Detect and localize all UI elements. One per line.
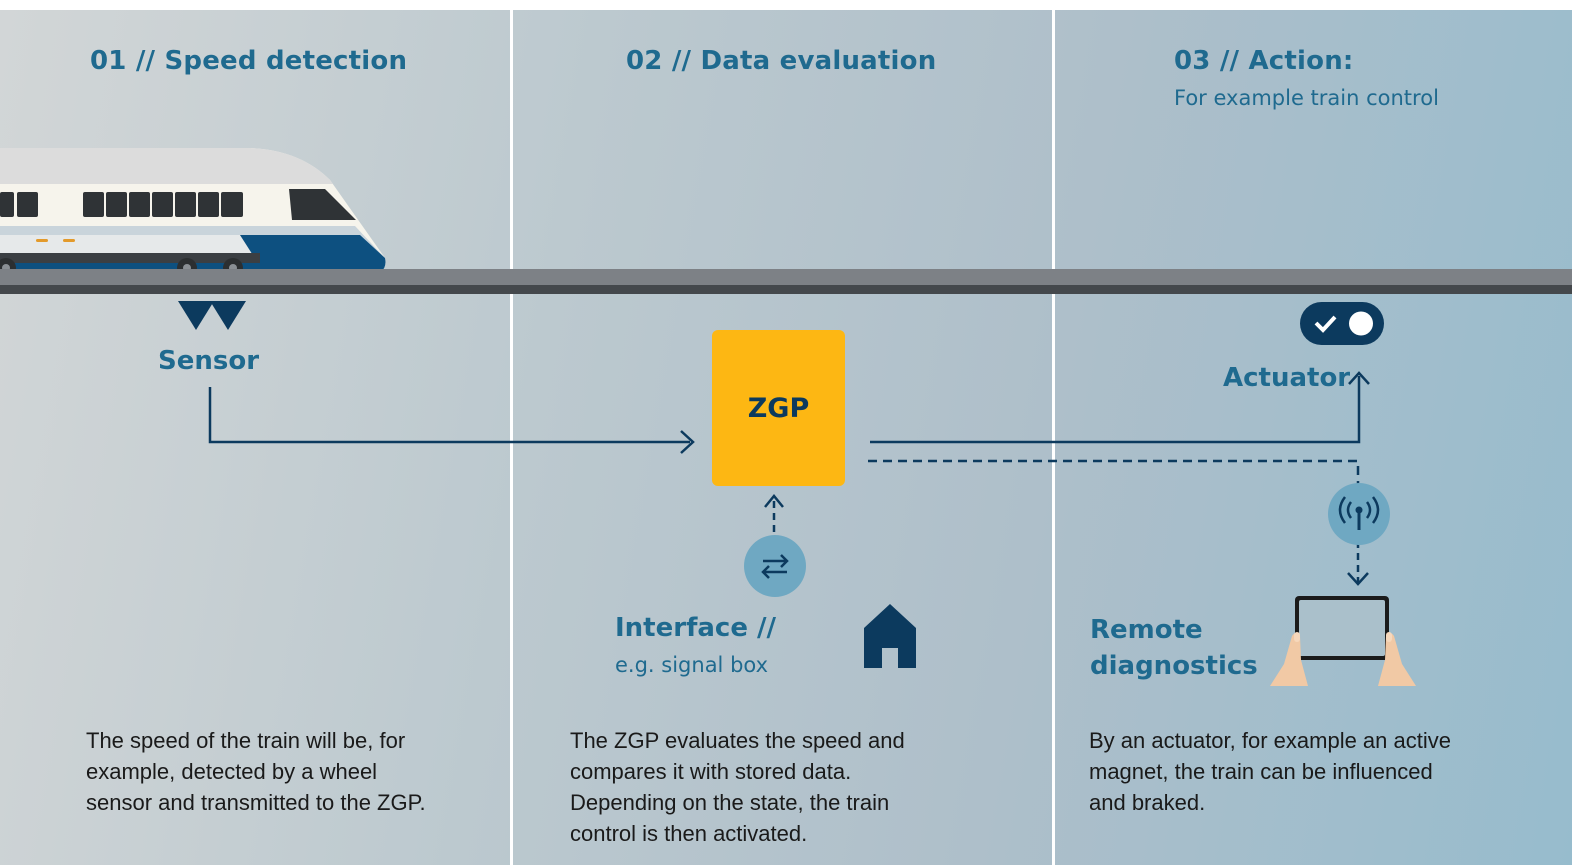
zgp-box: ZGP [712, 330, 845, 486]
description-line: sensor and transmitted to the ZGP. [86, 790, 426, 815]
column-3-subheading: For example train control [1174, 86, 1439, 110]
tablet-hands-icon [1270, 596, 1416, 686]
antenna-signal-icon [1328, 483, 1390, 545]
description-line: The speed of the train will be, for [86, 728, 406, 753]
description-line: The ZGP evaluates the speed and [570, 728, 905, 753]
column-1-description: The speed of the train will be, for exam… [86, 725, 426, 818]
connection-lines [208, 371, 1370, 586]
zgp-label: ZGP [747, 392, 810, 424]
description-line: example, detected by a wheel [86, 759, 378, 784]
description-line: Depending on the state, the train [570, 790, 890, 815]
column-2-description: The ZGP evaluates the speed and compares… [570, 725, 905, 849]
actuator-label: Actuator [1223, 363, 1351, 393]
toggle-switch-icon [1300, 302, 1384, 345]
interface-sublabel: e.g. signal box [615, 653, 769, 677]
diagram-canvas: 01 // Speed detection 02 // Data evaluat… [0, 10, 1572, 865]
column-2-heading: 02 // Data evaluation [626, 46, 937, 76]
train-icon [0, 148, 386, 278]
remote-diagnostics-label-line1: Remote [1090, 615, 1203, 645]
swap-arrows-icon [744, 535, 806, 597]
remote-diagnostics-label-line2: diagnostics [1090, 651, 1258, 681]
column-3-description: By an actuator, for example an active ma… [1089, 725, 1451, 818]
column-divider-2 [1052, 10, 1055, 865]
description-line: By an actuator, for example an active [1089, 728, 1451, 753]
house-icon [864, 604, 916, 668]
sensor-icon [178, 301, 246, 330]
interface-label: Interface // [615, 613, 777, 643]
sensor-label: Sensor [158, 346, 260, 376]
column-1-heading: 01 // Speed detection [90, 46, 408, 76]
description-line: magnet, the train can be influenced [1089, 759, 1433, 784]
description-line: control is then activated. [570, 821, 808, 846]
column-divider-1 [510, 10, 513, 865]
description-line: compares it with stored data. [570, 759, 852, 784]
column-3-heading: 03 // Action: [1174, 46, 1354, 76]
description-line: and braked. [1089, 790, 1206, 815]
rail-track [0, 269, 1572, 294]
